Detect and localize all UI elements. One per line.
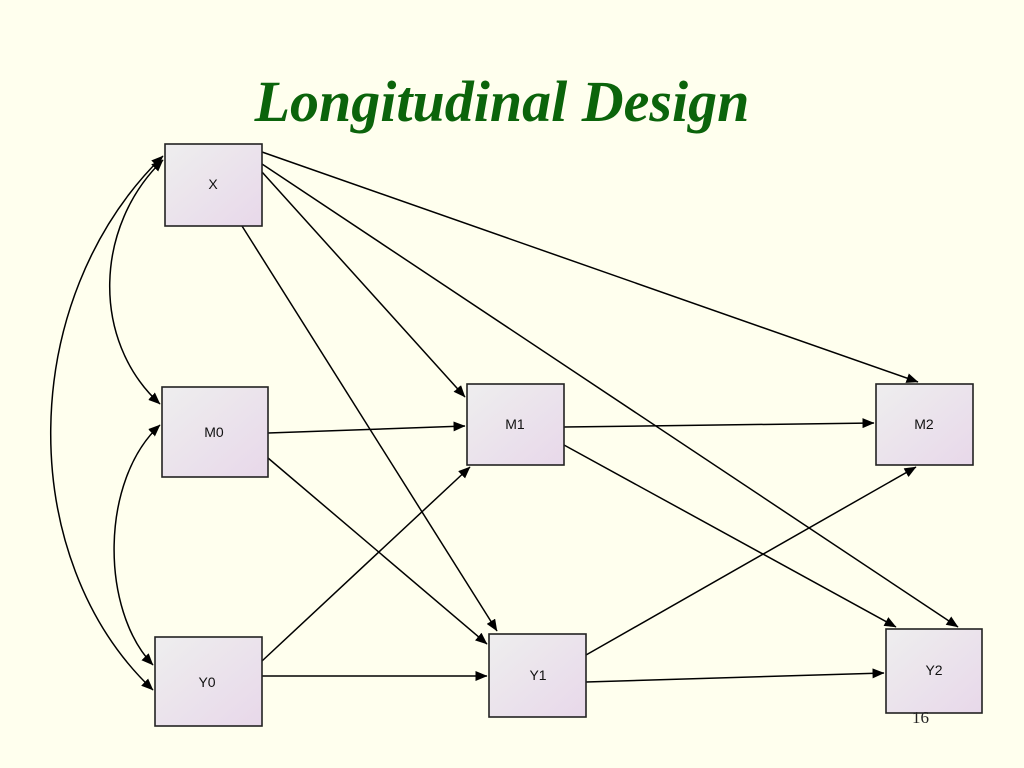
node-box-y0 [154, 636, 263, 727]
node-y0: Y0 [154, 636, 263, 727]
covariance-arc-x-m0 [109, 159, 164, 405]
node-label-x: X [208, 176, 218, 192]
node-box-m2 [875, 383, 974, 466]
path-arrow-y0-to-m1 [261, 466, 471, 662]
path-arrow-x-to-m1 [261, 171, 466, 398]
node-label-y2: Y2 [925, 662, 942, 678]
node-box-y1 [488, 633, 587, 718]
node-box-y2 [885, 628, 983, 714]
node-box-m0 [161, 386, 269, 478]
node-label-m1: M1 [505, 416, 525, 432]
node-box-m1 [466, 383, 565, 466]
edges-layer [50, 151, 959, 691]
node-m0: M0 [161, 386, 269, 478]
node-label-y1: Y1 [529, 667, 546, 683]
node-y1: Y1 [488, 633, 587, 718]
path-arrow-m0-to-m1 [267, 421, 466, 434]
path-arrow-x-to-y1 [241, 225, 498, 632]
path-arrow-m1-to-y2 [563, 444, 897, 628]
slide-title: Longitudinal Design [254, 69, 750, 134]
covariance-arc-m0-y0 [113, 424, 161, 666]
node-label-y0: Y0 [198, 674, 215, 690]
path-arrow-y1-to-y2 [585, 668, 885, 683]
node-label-m0: M0 [204, 424, 224, 440]
node-y2: Y2 [885, 628, 983, 714]
path-arrow-y1-to-m2 [585, 466, 917, 656]
path-arrow-m0-to-y1 [267, 457, 488, 645]
path-arrow-x-to-y2 [261, 163, 959, 628]
node-m2: M2 [875, 383, 974, 466]
node-m1: M1 [466, 383, 565, 466]
page-number: 16 [912, 708, 929, 727]
path-arrow-x-to-m2 [261, 151, 919, 383]
node-x: X [164, 143, 263, 227]
path-arrow-m1-to-m2 [563, 418, 875, 429]
node-box-x [164, 143, 263, 227]
covariance-arc-x-y0 [50, 155, 164, 691]
node-label-m2: M2 [914, 416, 934, 432]
